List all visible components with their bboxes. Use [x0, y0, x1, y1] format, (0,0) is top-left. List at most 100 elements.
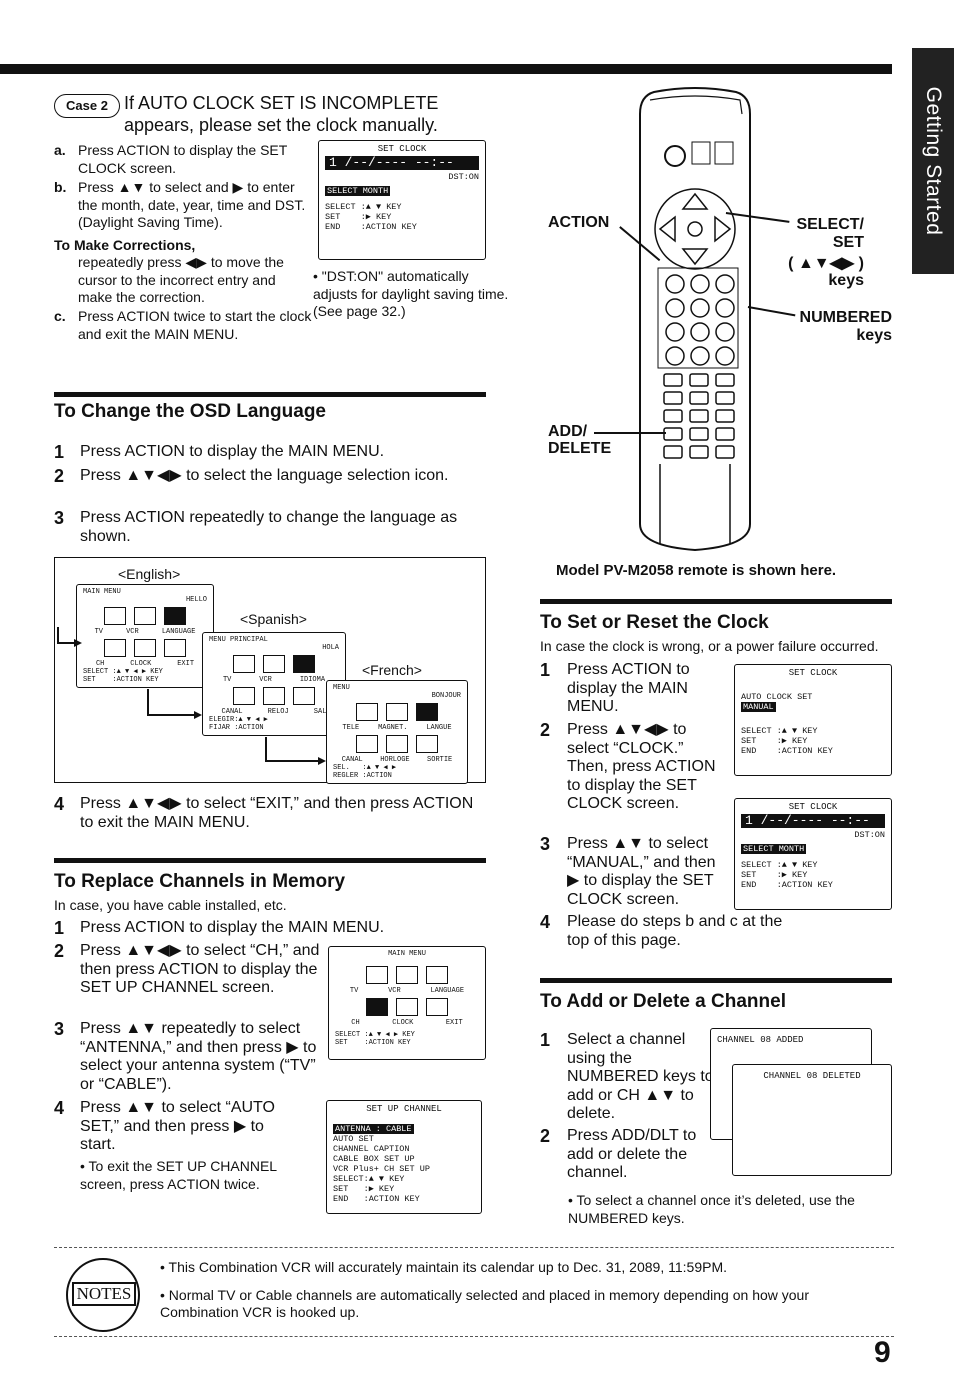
osd-step-num: 4	[54, 794, 65, 814]
deleted-message: CHANNEL 08 DELETED	[763, 1071, 861, 1081]
page-number: 9	[874, 1336, 891, 1369]
tv-icon	[233, 655, 255, 673]
menu-icon-label: CLOCK	[392, 1019, 414, 1027]
case2-heading-line1: If AUTO CLOCK SET IS INCOMPLETE	[124, 93, 439, 113]
select-month-highlight: SELECT MONTH	[325, 186, 391, 196]
osd-step-num: 1	[54, 442, 65, 462]
menu-icon-label: CLOCK	[130, 660, 152, 668]
channel-deleted-screen: CHANNEL 08 DELETED	[732, 1064, 892, 1176]
menu-key-line: SELECT :▲ ▼ ◀ ▶ KEY	[83, 668, 163, 676]
menu-icon-label: TELE	[342, 724, 360, 732]
notes-bottom-divider	[54, 1336, 894, 1337]
clock-step-num: 1	[540, 660, 551, 680]
osd-step-num: 3	[54, 508, 65, 528]
osd-step: Press ACTION to display the MAIN MENU.	[80, 443, 385, 460]
addch-bullet: • To select a channel once it’s deleted,…	[568, 1192, 855, 1226]
menu-icon-label: IDIOMA	[299, 676, 326, 684]
menu-icon-label: VCR	[259, 676, 272, 684]
menu-key-line: FIJAR :ACTION	[209, 724, 264, 732]
case2-step-c-letter: c.	[54, 308, 66, 324]
osd-step-num: 2	[54, 466, 65, 486]
action-label: ACTION	[548, 214, 610, 231]
menu-greet: HELLO	[185, 596, 207, 604]
clock-step: Press ACTION to display the MAIN MENU.	[567, 661, 690, 715]
channels-subtitle: In case, you have cable installed, etc.	[54, 897, 287, 913]
vcr-icon	[386, 703, 408, 721]
clock-bar: 1 /--/---- --:--	[741, 814, 885, 828]
screen-line: SELECT:▲ ▼ KEY	[333, 1174, 405, 1184]
menu-key-line: SET :ACTION KEY	[335, 1039, 411, 1047]
menu-icon-label: CANAL	[341, 756, 363, 764]
menu-icon-label: CH	[95, 660, 105, 668]
select-month-highlight: SELECT MONTH	[741, 844, 807, 854]
osd-rule	[54, 392, 486, 397]
spanish-label: <Spanish>	[240, 611, 307, 627]
osd-step: Press ▲▼◀▶ to select the language select…	[80, 467, 449, 484]
menu-title: MENU PRINCIPAL	[209, 636, 268, 644]
screen-line: SELECT :▲ ▼ KEY	[741, 726, 818, 736]
note-item: • This Combination VCR will accurately m…	[160, 1259, 727, 1275]
exit-icon	[416, 735, 438, 753]
top-rule	[0, 64, 892, 74]
antenna-highlight: ANTENNA : CABLE	[333, 1124, 414, 1134]
clock-subtitle: In case the clock is wrong, or a power f…	[540, 638, 879, 654]
exit-icon	[164, 639, 186, 657]
corrections-title: To Make Corrections,	[54, 237, 196, 253]
case2-step-a-letter: a.	[54, 142, 66, 158]
screen-line: AUTO SET	[333, 1134, 374, 1144]
add-leader	[594, 432, 666, 434]
channels-step-num: 2	[54, 941, 65, 961]
screen-title: SET CLOCK	[788, 668, 838, 678]
screen-line: SET :▶ KEY	[333, 1184, 395, 1194]
delete-label: DELETE	[548, 440, 612, 457]
screen-line: END :ACTION KEY	[741, 746, 833, 756]
case2-set-clock-screen: SET CLOCK 1 /--/---- --:-- DST:ON SELECT…	[318, 140, 486, 260]
screen-line: VCR Plus+ CH SET UP	[333, 1164, 430, 1174]
dst-label: DST:ON	[854, 830, 885, 840]
vcr-icon	[396, 966, 418, 984]
channel-icon	[366, 998, 388, 1016]
clock-step-num: 2	[540, 720, 551, 740]
exit-icon	[426, 998, 448, 1016]
screen-line: CHANNEL CAPTION	[333, 1144, 410, 1154]
menu-greet: HOLA	[322, 644, 339, 652]
screen-line: SET :▶ KEY	[741, 870, 808, 880]
menu-title: MAIN MENU	[83, 588, 121, 596]
language-icon	[164, 607, 186, 625]
channels-bullet: • To exit the SET UP CHANNEL screen, pre…	[80, 1158, 277, 1192]
clock-title: To Set or Reset the Clock	[540, 612, 769, 633]
menu-key-line: ELEGIR:▲ ▼ ◀ ▶	[209, 716, 268, 724]
menu-icon-label: TV	[222, 676, 232, 684]
manual-highlight: MANUAL	[741, 702, 776, 712]
menu-icon-label: LANGUAGE	[430, 987, 465, 995]
addch-step-num: 2	[540, 1126, 551, 1146]
clock-step-num: 4	[540, 912, 551, 932]
menu-icon-label: TV	[349, 987, 359, 995]
menu-icon-label: SORTIE	[427, 756, 453, 764]
tv-icon	[356, 703, 378, 721]
channels-step: Press ▲▼◀▶ to select “CH,” and then pres…	[80, 942, 320, 996]
osd-step: Press ▲▼◀▶ to select “EXIT,” and then pr…	[80, 795, 474, 831]
channels-step: Press ▲▼ repeatedly to select “ANTENNA,”…	[80, 1020, 317, 1093]
channel-icon	[104, 639, 126, 657]
menu-title: MAIN MENU	[388, 950, 426, 958]
osd-step: Press ACTION repeatedly to change the la…	[80, 509, 458, 545]
clock-set-screen: SET CLOCK 1 /--/---- --:-- DST:ON SELECT…	[734, 798, 892, 910]
menu-icon-label: TV	[94, 628, 103, 636]
screen-line: END :ACTION KEY	[741, 880, 833, 890]
menu-icon-label: LANGUE	[426, 724, 452, 732]
vcr-icon	[134, 607, 156, 625]
menu-title: MENU	[333, 684, 350, 692]
numbered-label: NUMBERED	[799, 309, 892, 326]
menu-icon-label: LANGUAGE	[161, 628, 196, 636]
osd-diagram-frame	[54, 557, 486, 783]
channels-rule	[54, 858, 486, 863]
select-keys-label: ( ▲▼◀▶ )	[788, 255, 864, 272]
menu-greet: BONJOUR	[431, 692, 461, 700]
addch-step: Press ADD/DLT to add or delete the chann…	[567, 1127, 697, 1181]
french-label: <French>	[362, 662, 422, 678]
dst-label: DST:ON	[448, 172, 479, 182]
